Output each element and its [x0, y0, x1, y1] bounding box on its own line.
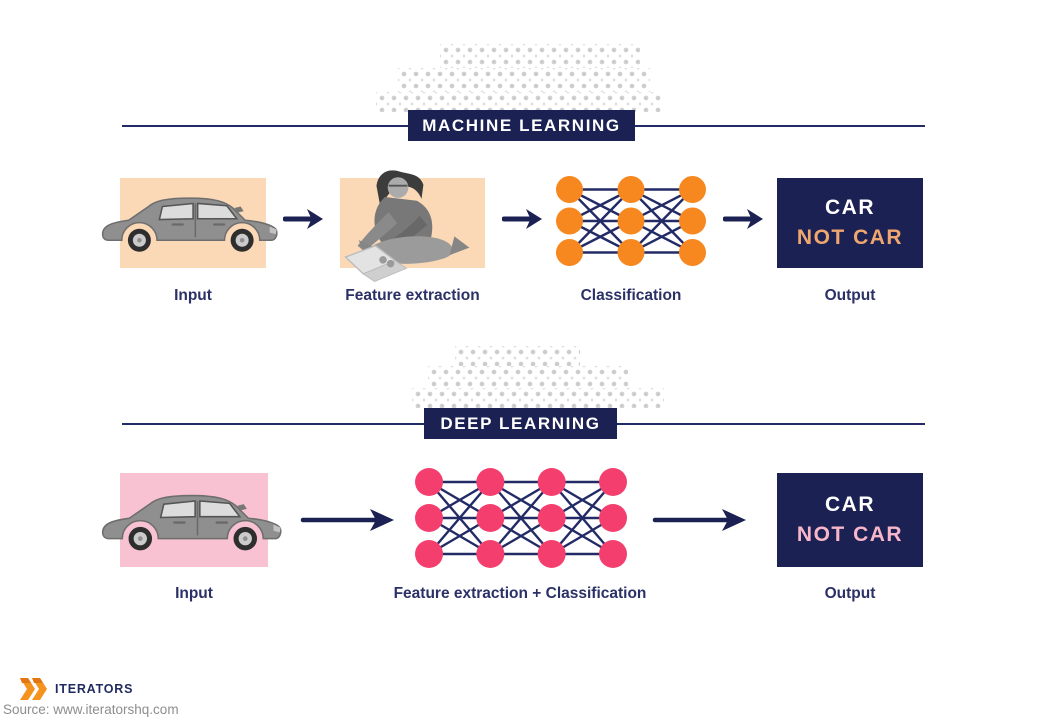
- halftone-dots-decoration: [376, 92, 662, 112]
- iterators-logo-icon: [20, 678, 47, 700]
- dl-network-diagram: [415, 468, 627, 568]
- arrow-right-icon: [723, 209, 763, 229]
- source-attribution: Source: www.iteratorshq.com: [3, 702, 179, 717]
- car-image: [101, 494, 282, 551]
- dl-output-box: CAR NOT CAR: [777, 473, 923, 567]
- dl-output-label: Output: [824, 585, 876, 602]
- machine-learning-title-label: MACHINE LEARNING: [422, 115, 621, 135]
- person-with-laptop-image: [344, 170, 470, 282]
- deep-learning-section-title: DEEP LEARNING: [424, 408, 617, 439]
- halftone-dots-decoration: [455, 346, 580, 366]
- dl-output-notcar-label: NOT CAR: [796, 523, 904, 546]
- arrow-right-icon: [300, 509, 394, 531]
- ml-output-notcar-label: NOT CAR: [796, 226, 904, 249]
- dl-input-label: Input: [175, 585, 213, 602]
- ml-network-diagram: [556, 176, 706, 266]
- halftone-dots-decoration: [440, 44, 640, 68]
- iterators-logo: ITERATORS: [20, 678, 133, 700]
- ml-output-car-label: CAR: [825, 196, 875, 219]
- ml-classification-label: Classification: [580, 287, 682, 304]
- ml-output-label: Output: [824, 287, 876, 304]
- dl-output-car-label: CAR: [825, 493, 875, 516]
- car-image: [101, 197, 278, 252]
- halftone-dots-decoration: [412, 388, 664, 408]
- dl-feature-classification-label: Feature extraction + Classification: [393, 585, 647, 602]
- iterators-logo-text: ITERATORS: [55, 682, 134, 696]
- machine-learning-section-title: MACHINE LEARNING: [408, 110, 635, 141]
- halftone-dots-decoration: [398, 68, 650, 92]
- deep-learning-title-label: DEEP LEARNING: [440, 413, 601, 433]
- arrow-right-icon: [283, 209, 323, 229]
- halftone-dots-decoration: [428, 366, 628, 388]
- ml-input-label: Input: [174, 287, 212, 304]
- arrow-right-icon: [652, 509, 746, 531]
- ml-output-box: CAR NOT CAR: [777, 178, 923, 268]
- ml-feature-label: Feature extraction: [345, 287, 480, 304]
- arrow-right-icon: [502, 209, 542, 229]
